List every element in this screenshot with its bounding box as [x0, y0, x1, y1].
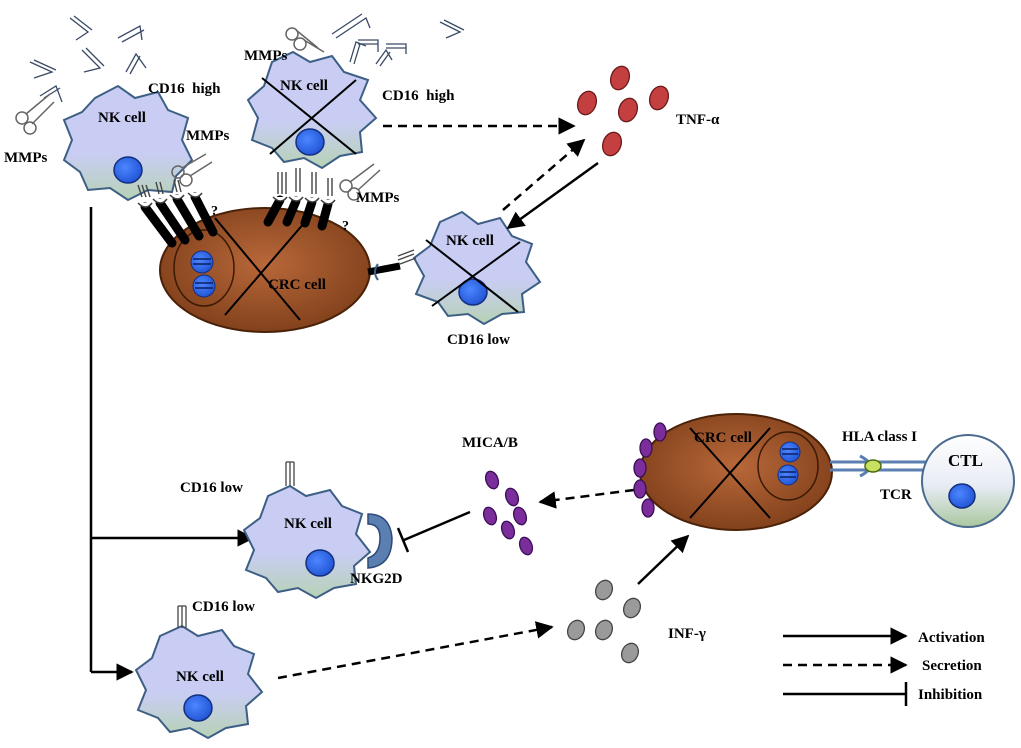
nk-cell-1-body [62, 84, 194, 202]
cd16-receptor-heads-left [137, 192, 203, 208]
mmps-label-4: MMPs [356, 190, 399, 206]
mmps-label-1: MMPs [4, 150, 47, 166]
crc-cell-1-cross-b [224, 221, 306, 316]
antibody-nk4 [285, 461, 295, 486]
scissors-icon [15, 93, 55, 135]
cd16-receptor-heads-mid [272, 196, 336, 205]
legend-secretion-label: Secretion [922, 658, 982, 674]
hla-class-i-label: HLA class I [842, 429, 917, 445]
crc-cell-1-cross-a [214, 217, 301, 321]
nk-cell-1-nucleus [113, 156, 143, 184]
antibody-ends-left [137, 179, 182, 198]
cd16-low-label-2: CD16 low [180, 480, 243, 496]
secretion-arrow-nk5-inf [277, 621, 554, 680]
secretion-arrow-nk3-tnf [502, 138, 586, 211]
mica-b-label: MICA/B [462, 435, 518, 451]
legend-inhibition-label: Inhibition [918, 687, 983, 703]
nk-cell-2: NK cell [246, 50, 378, 170]
ctl-cell: CTL [921, 434, 1015, 528]
tnf-alpha-label: TNF-α [676, 112, 720, 128]
question-mark-2: ? [342, 219, 349, 234]
inf-gamma-label: INF-γ [668, 626, 706, 642]
ctl-cell-nucleus [948, 483, 976, 509]
crc-cell-2-nucleus-b [777, 464, 799, 486]
nk-cell-2-body [246, 50, 378, 170]
nk-cell-3: NK cell [412, 210, 542, 326]
nk-cell-2-nucleus [295, 128, 325, 156]
crc-cell-1-label: CRC cell [268, 277, 326, 293]
mmps-label-3: MMPs [186, 128, 229, 144]
nk-cell-4-nucleus [305, 549, 335, 577]
nk-cell-2-cross-b [269, 79, 357, 155]
ctl-cell-body [921, 434, 1015, 528]
nk-cell-3-label: NK cell [446, 233, 494, 249]
nk-cell-3-cross-b [431, 241, 521, 307]
legend: Activation Secretion Inhibition [783, 627, 985, 706]
cd16-high-label-2: CD16 high [382, 88, 455, 104]
tcr-label: TCR [880, 487, 912, 503]
antibody-nk5 [177, 605, 187, 628]
ctl-label: CTL [948, 451, 983, 470]
nk-cell-5-label: NK cell [176, 669, 224, 685]
crc-cell-1-nucleus-a [190, 250, 214, 274]
crc-cell-2-label: CRC cell [694, 430, 752, 446]
inf-gamma-particles [566, 579, 642, 664]
nk-cell-2-cross-a [261, 77, 357, 155]
crc-cell-2: CRC cell [639, 413, 833, 531]
nk-cell-4: NK cell [242, 484, 372, 600]
nkg2d-label: NKG2D [350, 571, 403, 587]
question-mark-1: ? [211, 204, 218, 219]
legend-activation-label: Activation [918, 630, 985, 646]
hla-tcr-complex [830, 454, 930, 478]
cd16-receptor-stalks-mid [263, 195, 333, 231]
antibody-ends-mid [277, 168, 333, 196]
inhibition-bar [396, 527, 410, 553]
nk-cell-5-body [134, 624, 264, 740]
cd16-receptor-stalks-left [140, 192, 218, 248]
inhibition-line-mica-nkg2d [403, 510, 471, 542]
antigen-peptide [864, 459, 882, 473]
nk-cell-3-body [412, 210, 542, 326]
cd16-high-label-1: CD16 high [148, 81, 221, 97]
nk-cell-5: NK cell [134, 624, 264, 740]
crc-cell-1: CRC cell [159, 207, 371, 333]
activation-arrow-inf-crc [637, 534, 690, 585]
nk-cell-3-nucleus [458, 278, 488, 306]
scissors-icon [171, 153, 213, 187]
crc-cell-1-nucleus-region [173, 229, 235, 307]
nkg2d-receptor [367, 513, 393, 569]
cd16-low-label-1: CD16 low [447, 332, 510, 348]
nk-cell-2-label: NK cell [280, 78, 328, 94]
crc-cell-2-nucleus-a [779, 441, 801, 463]
nk-cell-1: NK cell [62, 84, 194, 202]
mica-b-particles [482, 470, 534, 556]
scissors-icon [339, 163, 381, 201]
mica-b-surface-ligands [633, 422, 667, 518]
cd16-low-label-3: CD16 low [192, 599, 255, 615]
crc-cell-1-nucleus-b [192, 274, 216, 298]
nk-cell-4-label: NK cell [284, 516, 332, 532]
scissors-icon [285, 27, 325, 53]
nk-cell-4-body [242, 484, 372, 600]
mmps-label-2: MMPs [244, 48, 287, 64]
nk-cell-5-nucleus [183, 694, 213, 722]
secretion-arrow-crc-mica [538, 488, 635, 509]
cd16-low-receptor [367, 249, 417, 281]
crc-cell-2-nucleus-region [757, 431, 819, 501]
activation-arrow-tnf-nk3 [506, 161, 599, 230]
tnf-alpha-particles [576, 65, 670, 157]
nk-cell-1-label: NK cell [98, 110, 146, 126]
crc-cell-2-cross-b [689, 427, 771, 519]
